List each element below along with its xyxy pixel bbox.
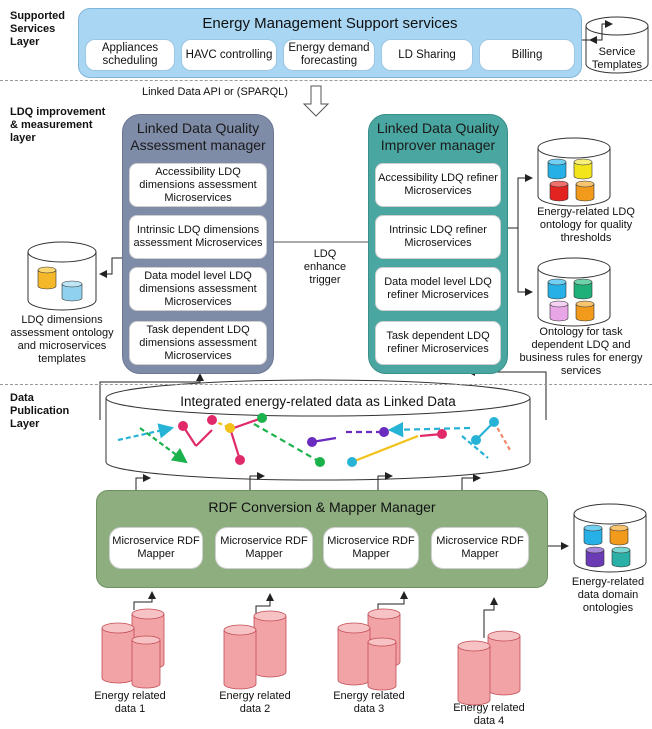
source-to-mapper-arrows [133,591,498,638]
trigger-label: LDQ enhance trigger [303,248,347,286]
assessment-intrinsic[interactable]: Intrinsic LDQ dimensions assessment Micr… [129,215,267,259]
datasource-cylinders [101,608,521,706]
service-energy-demand-forecasting[interactable]: Energy demand forecasting [283,39,375,71]
thresholds-ontology-label: Energy-related LDQ ontology for quality … [537,206,635,244]
services-panel: Energy Management Support services Appli… [78,8,582,78]
task-ontology-cylinder [537,257,611,327]
assessment-title: Linked Data Quality Assessment manager [130,120,266,153]
layer-divider [0,384,652,385]
rdf-mapper-2[interactable]: Microservice RDF Mapper [215,527,313,569]
service-ld-sharing[interactable]: LD Sharing [381,39,473,71]
rdf-mapper-1[interactable]: Microservice RDF Mapper [109,527,203,569]
improver-task-dependent[interactable]: Task dependent LDQ refiner Microservices [375,321,501,365]
assessment-ontology-cylinder [27,241,97,311]
layer-label-ldq: LDQ improvement & measurement layer [10,106,106,144]
domain-ontology-label: Energy-related data domain ontologies [571,576,645,614]
thresholds-arrow [506,174,533,229]
improver-title: Linked Data Quality Improver manager [376,120,500,153]
rdf-mapper-3[interactable]: Microservice RDF Mapper [323,527,419,569]
layer-label-services: Supported Services Layer [10,10,65,48]
domain-ontology-cylinder [573,503,647,573]
assessment-feedback-arrow [99,373,204,420]
improver-data-model[interactable]: Data model level LDQ refiner Microservic… [375,267,501,311]
improver-accessibility[interactable]: Accessibility LDQ refiner Microservices [375,163,501,207]
thresholds-ontology-cylinder [537,137,611,207]
assessment-ontology-label: LDQ dimensions assessment ontology and m… [10,314,114,365]
service-appliances-scheduling[interactable]: Appliances scheduling [85,39,175,71]
service-billing[interactable]: Billing [479,39,575,71]
layer-label-publication: Data Publication Layer [10,392,70,430]
task-ontology-arrow [517,228,533,296]
api-label: Linked Data API or (SPARQL) [142,86,288,98]
datasource-2-label: Energy related data 2 [219,690,291,715]
linked-data-nodes [178,413,499,467]
api-down-arrow [302,85,330,117]
rdf-manager: RDF Conversion & Mapper Manager Microser… [96,490,548,588]
service-templates-label: Service Templates [591,46,643,71]
improver-manager: Linked Data Quality Improver manager Acc… [368,114,508,374]
assessment-ontology-arrow [99,257,124,278]
service-havc-controlling[interactable]: HAVC controlling [181,39,277,71]
linked-data-title: Integrated energy-related data as Linked… [180,393,456,409]
datasource-4-label: Energy related data 4 [453,702,525,727]
assessment-task-dependent[interactable]: Task dependent LDQ dimensions assessment… [129,321,267,365]
datasource-3-label: Energy related data 3 [333,690,405,715]
assessment-data-model[interactable]: Data model level LDQ dimensions assessme… [129,267,267,311]
improver-intrinsic[interactable]: Intrinsic LDQ refiner Microservices [375,215,501,259]
assessment-manager: Linked Data Quality Assessment manager A… [122,114,274,374]
layer-divider [0,80,652,81]
rdf-mapper-4[interactable]: Microservice RDF Mapper [431,527,529,569]
task-ontology-label: Ontology for task dependent LDQ and busi… [519,326,643,377]
services-title: Energy Management Support services [202,14,458,32]
assessment-accessibility[interactable]: Accessibility LDQ dimensions assessment … [129,163,267,207]
rdf-title: RDF Conversion & Mapper Manager [208,499,436,515]
datasource-1-label: Energy related data 1 [94,690,166,715]
